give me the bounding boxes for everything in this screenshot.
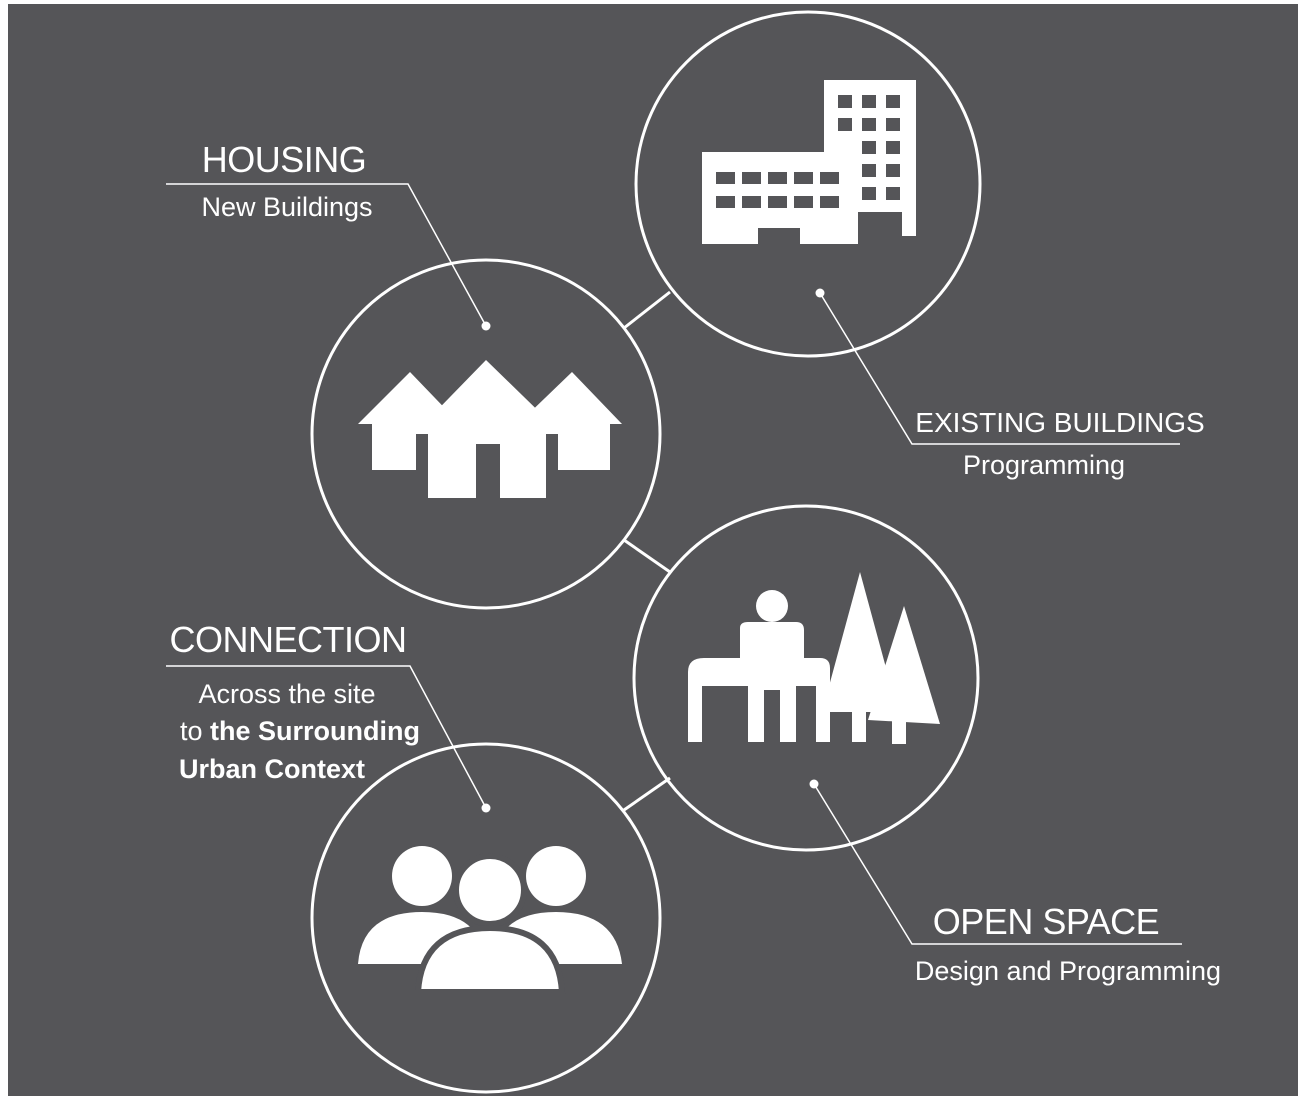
connection-subtitle-line1: Across the site (198, 679, 375, 709)
connection-subtitle-line2-bold: the Surrounding (210, 716, 420, 746)
housing-dot (481, 321, 491, 331)
connection-title: CONNECTION (170, 619, 407, 660)
connector-openspace-connection (623, 776, 671, 812)
existing-buildings-subtitle: Programming (963, 450, 1125, 480)
connection-circle (310, 742, 662, 1094)
connection-dot (481, 803, 491, 813)
connector-housing-openspace (623, 538, 671, 574)
connection-subtitle-line2: to the Surrounding (180, 716, 420, 746)
open-space-dot (809, 779, 819, 789)
housing-leader-line (166, 183, 487, 327)
open-space-subtitle: Design and Programming (915, 956, 1221, 986)
connection-subtitle-line3: Urban Context (179, 754, 365, 784)
housing-subtitle: New Buildings (201, 192, 372, 222)
background-panel (8, 4, 1298, 1096)
buildings-icon (702, 80, 916, 246)
people-group-icon (358, 846, 622, 995)
existing-buildings-title: EXISTING BUILDINGS (915, 407, 1204, 438)
connection-leader-line (166, 665, 487, 809)
park-person-trees-icon (688, 572, 940, 744)
houses-icon (358, 360, 622, 498)
existing-dot (815, 288, 825, 298)
open-space-title: OPEN SPACE (933, 901, 1159, 942)
housing-title: HOUSING (202, 139, 367, 180)
existing-leader-line (819, 292, 1180, 445)
connector-housing-existing (623, 290, 671, 330)
connection-subtitle-line2-prefix: to (180, 716, 210, 746)
housing-circle (310, 258, 662, 610)
open-space-leader-line (813, 783, 1182, 945)
open-space-circle (632, 504, 980, 852)
existing-buildings-circle (634, 10, 982, 358)
